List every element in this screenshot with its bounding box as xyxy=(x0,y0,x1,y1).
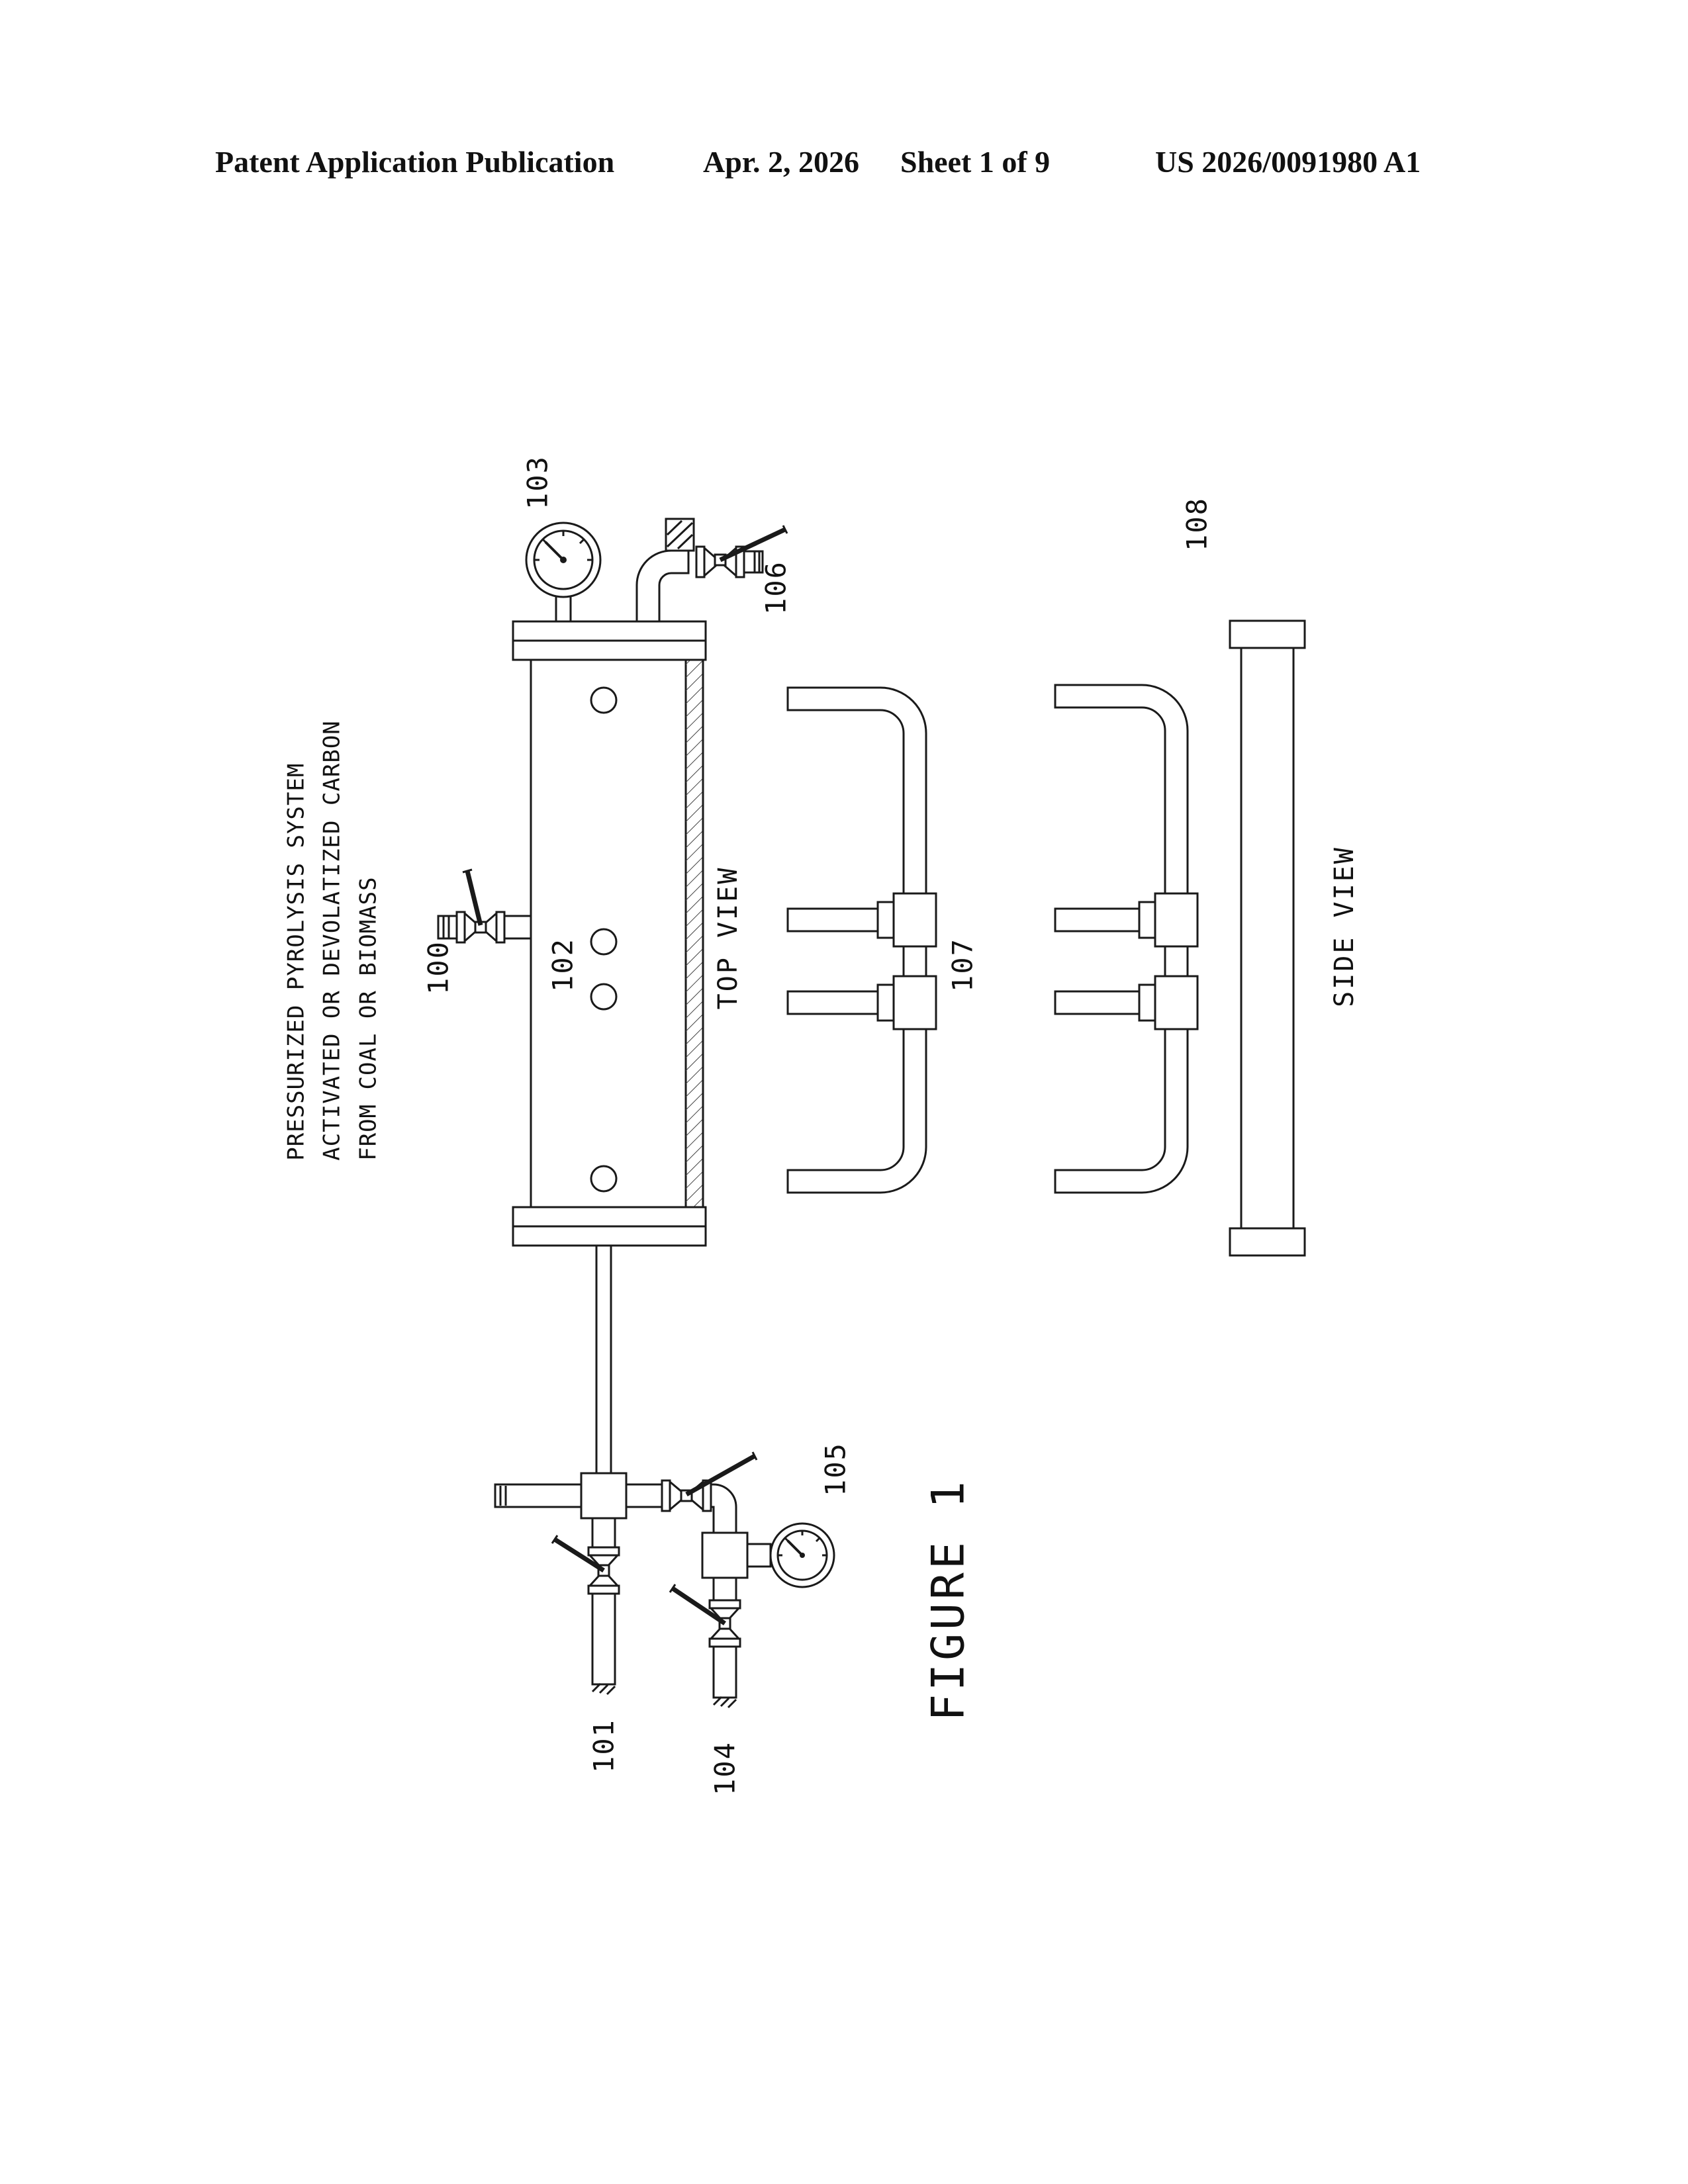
top-view-label: TOP VIEW xyxy=(713,866,743,1010)
figure-caption: FIGURE 1 xyxy=(922,1478,975,1721)
ref-numeral-106: 106 xyxy=(759,561,792,615)
drain-line xyxy=(494,1244,663,1520)
ref-numeral-107: 107 xyxy=(946,938,979,992)
page-header: Patent Application Publication Apr. 2, 2… xyxy=(0,144,1688,184)
valve-101 xyxy=(551,1517,620,1696)
ref-numeral-104: 104 xyxy=(708,1741,741,1796)
manifold-top-view xyxy=(786,686,937,1194)
title-line-2: ACTIVATED OR DEVOLATIZED CARBON xyxy=(318,720,346,1161)
ref-numeral-108: 108 xyxy=(1180,497,1213,551)
ref-numeral-100: 100 xyxy=(422,940,455,995)
gauge-105-branch xyxy=(669,1522,835,1709)
valve-106 xyxy=(635,518,788,623)
patent-number: US 2026/0091980 A1 xyxy=(1155,145,1421,179)
sheet-number: Sheet 1 of 9 xyxy=(900,145,1051,179)
vessel-body xyxy=(512,620,707,1247)
side-view-label: SIDE VIEW xyxy=(1329,846,1360,1007)
valve-100 xyxy=(437,868,532,944)
title-line-3: FROM COAL OR BIOMASS xyxy=(355,876,382,1161)
ref-numeral-102: 102 xyxy=(546,938,579,992)
manifold-side-view xyxy=(1054,619,1306,1257)
publication-label: Patent Application Publication xyxy=(215,145,615,179)
drawing-title: PRESSURIZED PYROLYSIS SYSTEM ACTIVATED O… xyxy=(278,720,386,1161)
pressure-gauge-103 xyxy=(525,522,602,623)
valve-right-branch xyxy=(661,1451,758,1537)
ref-numeral-101: 101 xyxy=(587,1719,620,1773)
publication-date: Apr. 2, 2026 xyxy=(703,145,859,179)
title-line-1: PRESSURIZED PYROLYSIS SYSTEM xyxy=(283,762,310,1161)
ref-numeral-105: 105 xyxy=(819,1442,852,1496)
ref-numeral-103: 103 xyxy=(521,455,554,510)
